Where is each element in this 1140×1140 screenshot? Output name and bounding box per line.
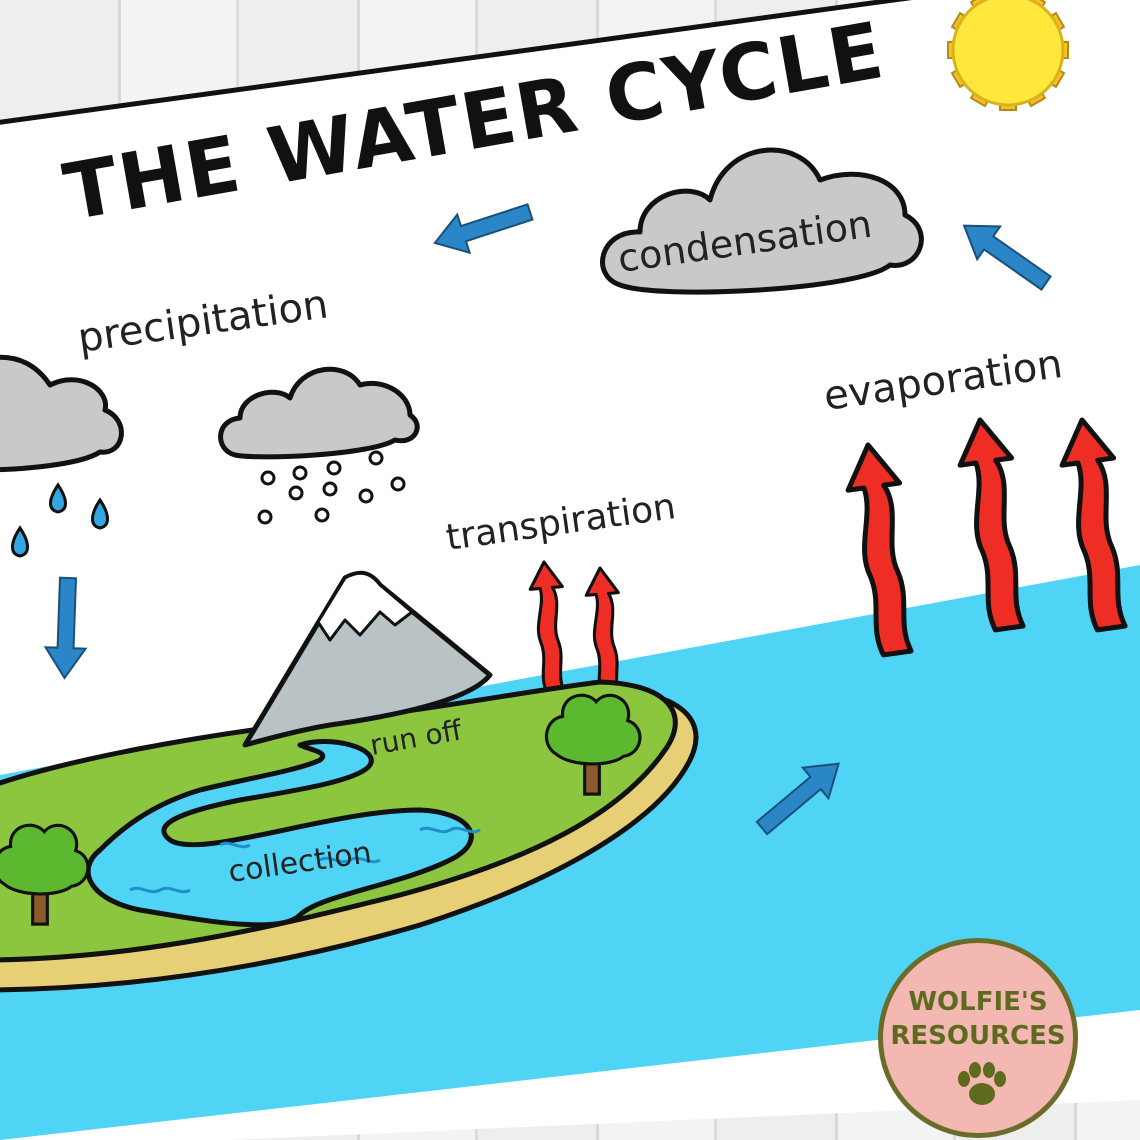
mountain [242,570,493,748]
sun-icon [947,0,1069,111]
snow-icon [257,450,406,525]
river [85,739,481,928]
badge-line1: WOLFIE'S [908,987,1048,1017]
paw-icon [958,1062,1006,1105]
rain-cloud-icon [0,354,124,473]
raindrop-icon [11,482,109,558]
condensation-cloud-icon [600,147,924,295]
brand-badge: WOLFIE'S RESOURCES [878,938,1078,1138]
badge-line2: RESOURCES [890,1021,1066,1051]
snow-cloud-icon [218,366,420,460]
